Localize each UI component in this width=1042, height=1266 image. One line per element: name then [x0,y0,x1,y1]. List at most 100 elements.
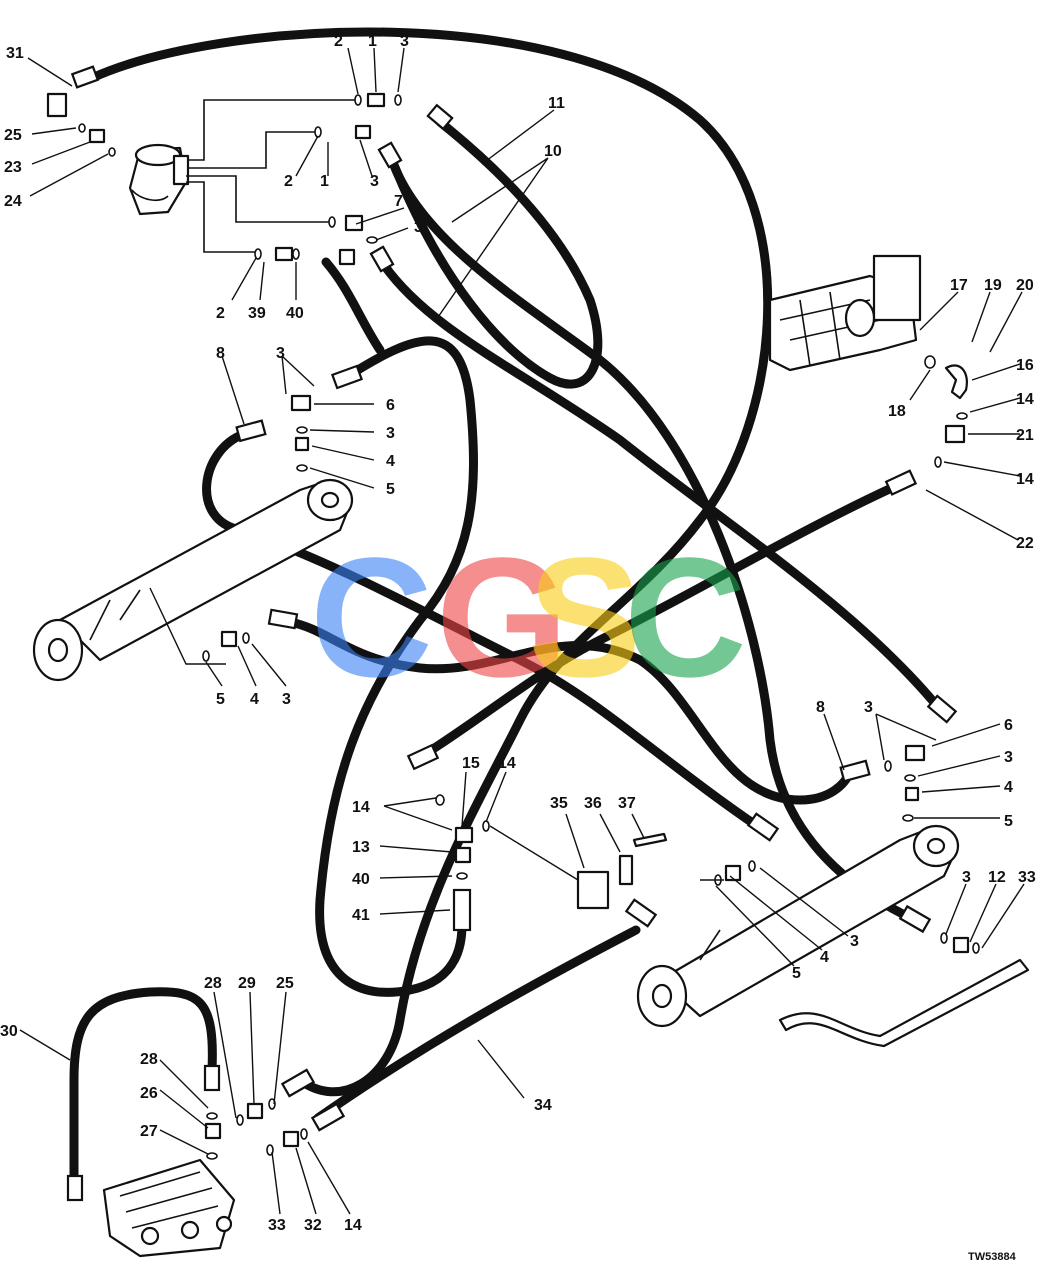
callout-3-mid2: 3 [414,219,423,236]
callout-4-right: 4 [1004,779,1013,796]
callout-4-left: 4 [386,453,395,470]
hose-39-40 [321,257,385,355]
callout-5-cyl-right: 5 [792,965,801,982]
callout-18: 18 [888,403,906,420]
callout-33-bottom: 33 [268,1217,286,1234]
hose-end-fittings [66,65,958,1202]
hose-34 [313,925,641,1123]
hose-end-34-right [624,898,658,928]
watermark-letter-1: C [310,523,433,713]
callout-12: 12 [988,869,1006,886]
watermark-letter-2: G [436,523,568,713]
callout-1-mid: 1 [320,173,329,190]
watermark-letter-4: C [624,523,747,713]
callout-19: 19 [984,277,1002,294]
lift-cylinder-left [32,478,354,682]
hydraulic-pump [768,254,922,372]
hose-end-22-left [406,743,440,771]
hose-end-30-low [66,1174,84,1202]
callout-28-low: 28 [140,1051,158,1068]
bracket-35-36 [576,832,668,910]
callout-3-left-b: 3 [386,425,395,442]
callout-labels: 31 2 1 3 11 10 25 23 24 2 1 3 7 3 2 39 4… [0,33,1036,1234]
watermark-letter-3: S [528,523,641,713]
callout-3-top: 3 [400,33,409,50]
callout-14-bottom: 14 [344,1217,362,1234]
control-valve-block [102,1158,236,1258]
hose-22 [417,481,901,761]
callout-2-low: 2 [216,305,225,322]
callout-2-mid: 2 [284,173,293,190]
callout-4-cyl-left: 4 [250,691,259,708]
callout-2-top: 2 [334,33,343,50]
callout-40-mid: 40 [352,871,370,888]
callout-29: 29 [238,975,256,992]
callout-31-top: 31 [6,45,24,62]
hose-upper-loop [315,336,478,997]
hose-31 [87,27,773,1097]
callout-32: 32 [304,1217,322,1234]
callout-7: 7 [394,193,403,210]
components [32,92,1030,1258]
callout-33-tube: 33 [1018,869,1036,886]
callout-6-right: 6 [1004,717,1013,734]
callout-3-cyl-right: 3 [850,933,859,950]
callout-1-top: 1 [368,33,377,50]
hose-end-11 [426,103,454,131]
callout-16: 16 [1016,357,1034,374]
callout-22: 22 [1016,535,1034,552]
callout-26: 26 [140,1085,158,1102]
callout-21: 21 [1016,427,1034,444]
leader-lines [19,47,1025,1215]
callout-37: 37 [618,795,636,812]
callout-13: 13 [352,839,370,856]
hose-end-10-mid [369,245,395,273]
callout-36: 36 [584,795,602,812]
callout-25-bottom: 25 [276,975,294,992]
watermark: C G S C [310,523,747,713]
fittings [46,92,970,1148]
callout-23: 23 [4,159,22,176]
hose-end-34-left [310,1102,346,1132]
hose-end-30-top [203,1064,221,1092]
callout-14-tee-a: 14 [498,755,516,772]
callout-3-tube: 3 [962,869,971,886]
hose-end-upper-loop [330,364,364,390]
hose-end-41 [452,888,472,932]
hose-11 [387,117,603,389]
hose-end-22 [884,469,918,496]
callout-4-cyl-right: 4 [820,949,829,966]
steering-valve [128,143,190,216]
callout-25-top: 25 [4,127,22,144]
hose-left-cyl [285,617,855,805]
callout-24: 24 [4,193,22,210]
callout-3-right-b: 3 [1004,749,1013,766]
hose-end-8-right [839,759,871,783]
hose-end-31 [70,65,100,89]
callout-35: 35 [550,795,568,812]
tube-33 [778,958,1030,1048]
hose-30 [69,987,217,1185]
callout-17: 17 [950,277,968,294]
hose-8-top [202,429,765,833]
callout-5-right: 5 [1004,813,1013,830]
callout-10: 10 [544,143,562,160]
callout-8-left: 8 [216,345,225,362]
callout-40-top: 40 [286,305,304,322]
hoses [69,27,947,1185]
callout-14-tee-b: 14 [352,799,370,816]
callout-8-right: 8 [816,699,825,716]
hose-end-31-low [280,1068,316,1098]
hose-end-8-top [235,419,267,443]
hose-10b [379,260,947,717]
callout-14-pump-b: 14 [1016,471,1034,488]
callout-15: 15 [462,755,480,772]
callout-20: 20 [1016,277,1034,294]
hose-end-8-mid [746,812,780,842]
callout-3-cyl-left: 3 [282,691,291,708]
callout-39: 39 [248,305,266,322]
callout-34: 34 [534,1097,552,1114]
callout-5-cyl-left: 5 [216,691,225,708]
callout-11: 11 [548,95,565,112]
